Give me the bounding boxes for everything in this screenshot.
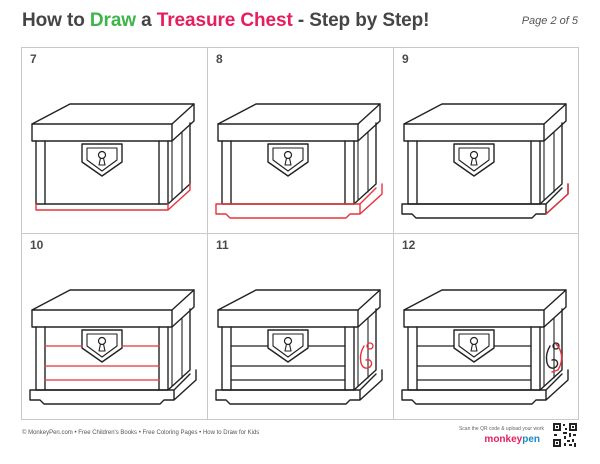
title-part2: a (135, 10, 157, 31)
steps-grid: 7 8 9 10 11 12 (21, 47, 579, 420)
page-title: How to Draw a Treasure Chest - Step by S… (22, 10, 429, 32)
step-cell-10: 10 (22, 234, 208, 420)
title-draw: Draw (89, 10, 136, 31)
chest-drawing (215, 289, 383, 405)
qr-code-icon (552, 422, 578, 448)
footer-links: © MonkeyPen.com • Free Children's Books … (22, 430, 260, 436)
monkeypen-logo: monkeypen (484, 434, 540, 445)
chest-drawing (401, 103, 569, 219)
page-number-label: Page 2 of 5 (521, 15, 578, 27)
step-cell-12: 12 (394, 234, 580, 420)
chest-drawing (29, 289, 197, 405)
title-part3: - Step by Step! (292, 10, 430, 31)
step-number: 7 (30, 52, 37, 66)
step-number: 10 (30, 238, 44, 252)
step-number: 8 (216, 52, 223, 66)
step-number: 9 (402, 52, 409, 66)
chest-drawing (215, 103, 383, 219)
title-subject: Treasure Chest (156, 10, 293, 31)
step-cell-8: 8 (208, 48, 394, 234)
step-number: 12 (402, 238, 416, 252)
chest-drawing (31, 103, 195, 211)
step-cell-11: 11 (208, 234, 394, 420)
title-part1: How to (22, 10, 90, 31)
chest-drawing (401, 289, 569, 405)
qr-scan-note: Scan the QR code & upload your work (458, 426, 544, 432)
step-number: 11 (216, 238, 229, 252)
step-cell-7: 7 (22, 48, 208, 234)
step-cell-9: 9 (394, 48, 580, 234)
grid-divider (22, 233, 578, 234)
